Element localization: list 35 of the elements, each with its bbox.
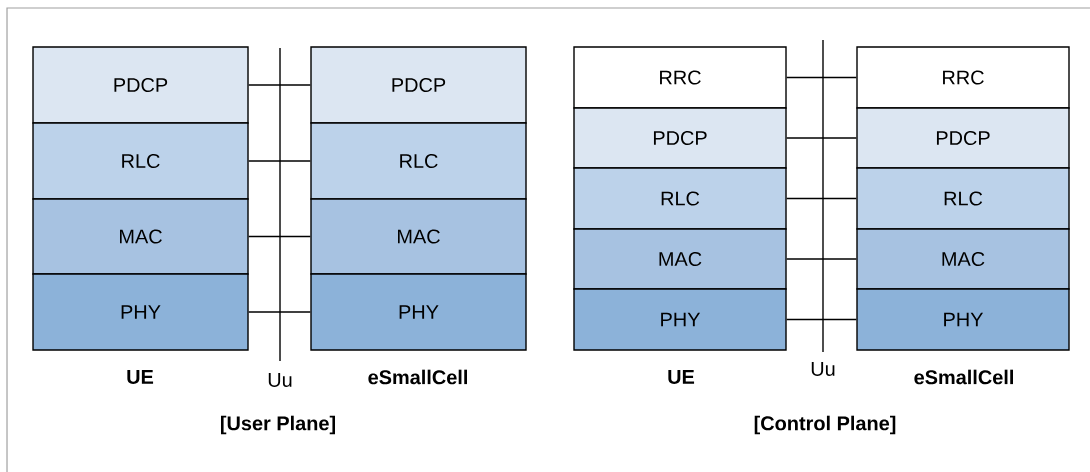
- layer-box: RLC: [573, 167, 787, 230]
- layer-box: PHY: [310, 273, 527, 351]
- connector-line: [248, 235, 311, 238]
- layer-box: RLC: [310, 122, 527, 200]
- stack-label: eSmallCell: [914, 369, 1013, 385]
- stack-label: UE: [127, 370, 154, 384]
- layer-box: PDCP: [573, 107, 787, 169]
- layer-box: PHY: [856, 288, 1070, 351]
- plane-title: [Control Plane]: [754, 415, 896, 435]
- connector-line: [248, 84, 311, 86]
- connector-line: [786, 197, 857, 200]
- stack-label: eSmallCell: [368, 369, 467, 385]
- layer-box: MAC: [573, 228, 787, 290]
- connector-line: [786, 76, 857, 79]
- layer-box: PDCP: [856, 107, 1070, 169]
- plane-title: [User Plane]: [221, 415, 335, 435]
- connector-line: [786, 137, 857, 139]
- connector-line: [248, 160, 311, 162]
- layer-box: MAC: [856, 228, 1070, 290]
- layer-box: MAC: [310, 198, 527, 275]
- layer-box: PDCP: [32, 46, 249, 124]
- connector-line: [248, 311, 311, 313]
- interface-label: Uu: [811, 362, 835, 376]
- layer-box: MAC: [32, 198, 249, 275]
- interface-label: Uu: [268, 373, 292, 387]
- layer-box: RLC: [856, 167, 1070, 230]
- stack-label: UE: [668, 370, 695, 384]
- connector-line: [786, 258, 857, 260]
- layer-box: PHY: [573, 288, 787, 351]
- layer-box: PHY: [32, 273, 249, 351]
- layer-box: PDCP: [310, 46, 527, 124]
- layer-box: RRC: [573, 46, 787, 109]
- layer-box: RLC: [32, 122, 249, 200]
- layer-box: RRC: [856, 46, 1070, 109]
- connector-line: [786, 318, 857, 321]
